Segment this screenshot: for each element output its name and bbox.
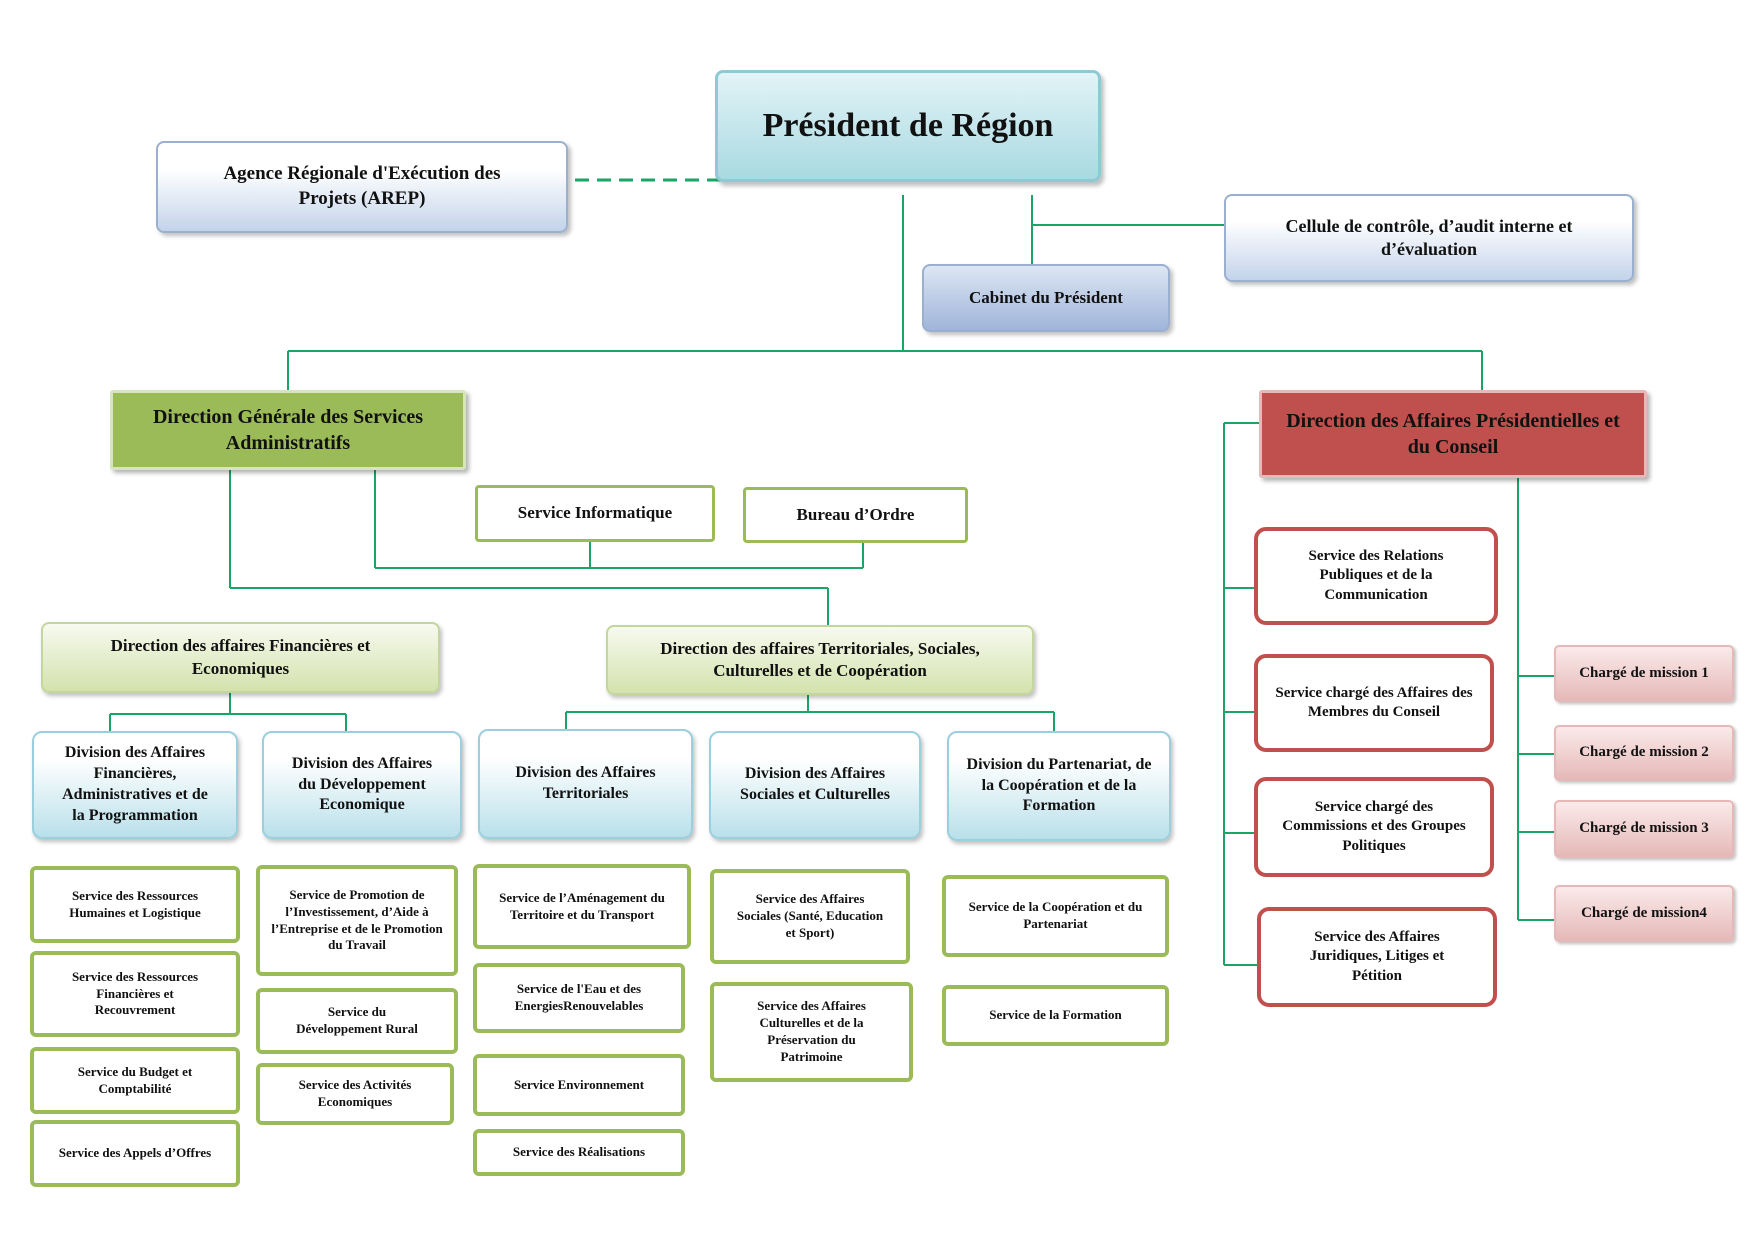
service-label: Service de Promotion de l’Investissement… xyxy=(271,886,443,953)
dapc-box: Direction des Affaires Présidentielles e… xyxy=(1259,390,1647,478)
dapc-service-box: Service chargé des Affaires des Membres … xyxy=(1254,654,1494,752)
mission-label: Chargé de mission 1 xyxy=(1579,664,1709,681)
dapc-service-label: Service des Relations Publiques et de la… xyxy=(1308,547,1444,603)
division-box: Division des Affaires Financières, Admin… xyxy=(32,731,238,839)
service-label: Service du Budget et Comptabilité xyxy=(77,1063,193,1096)
dapc-service-label: Service chargé des Affaires des Membres … xyxy=(1275,684,1473,721)
division-label: Division du Partenariat, de la Coopérati… xyxy=(966,755,1152,815)
service-label: Service des Affaires Culturelles et de l… xyxy=(757,998,866,1064)
dgsa-box: Direction Générale des Services Administ… xyxy=(110,390,466,470)
mission-label: Chargé de mission 3 xyxy=(1579,820,1709,837)
service-label: Service de l'Eau et des EnergiesRenouvel… xyxy=(514,981,644,1013)
dapc-service-label: Service des Affaires Juridiques, Litiges… xyxy=(1309,928,1445,984)
division-box: Division des Affaires du Développement E… xyxy=(262,731,462,839)
dafe-box: Direction des affaires Financières et Ec… xyxy=(41,622,440,693)
mission-box: Chargé de mission4 xyxy=(1554,885,1734,942)
bureau-ordre-label: Bureau d’Ordre xyxy=(796,504,915,524)
service-label: Service des Affaires Sociales (Santé, Ed… xyxy=(736,891,884,940)
cabinet-box: Cabinet du Président xyxy=(922,264,1170,332)
dafe-label: Direction des affaires Financières et Ec… xyxy=(110,636,371,678)
bureau-ordre-box: Bureau d’Ordre xyxy=(743,487,968,543)
dapc-service-box: Service des Affaires Juridiques, Litiges… xyxy=(1257,907,1497,1007)
service-label: Service des Appels d’Offres xyxy=(58,1145,212,1161)
mission-box: Chargé de mission 2 xyxy=(1554,725,1734,781)
mission-label: Chargé de mission4 xyxy=(1581,904,1707,921)
service-box: Service du Budget et Comptabilité xyxy=(30,1047,240,1114)
service-label: Service des Réalisations xyxy=(512,1144,646,1160)
service-box: Service de la Formation xyxy=(942,985,1169,1046)
mission-box: Chargé de mission 3 xyxy=(1554,800,1734,858)
service-box: Service des Affaires Sociales (Santé, Ed… xyxy=(710,869,910,964)
service-informatique-box: Service Informatique xyxy=(475,485,715,542)
dapc-service-label: Service chargé des Commissions et des Gr… xyxy=(1282,798,1466,854)
service-box: Service de l’Aménagement du Territoire e… xyxy=(473,864,691,949)
service-box: Service des Ressources Humaines et Logis… xyxy=(30,866,240,943)
division-label: Division des Affaires Sociales et Cultur… xyxy=(740,765,890,803)
service-label: Service des Activités Economiques xyxy=(298,1077,412,1109)
service-label: Service du Développement Rural xyxy=(296,1004,418,1036)
division-label: Division des Affaires Financières, Admin… xyxy=(62,744,208,824)
service-label: Service des Ressources Humaines et Logis… xyxy=(69,887,201,920)
service-box: Service des Activités Economiques xyxy=(256,1063,454,1125)
dapc-service-box: Service chargé des Commissions et des Gr… xyxy=(1254,777,1494,877)
president-box: Président de Région xyxy=(715,70,1101,182)
service-label: Service de l’Aménagement du Territoire e… xyxy=(499,889,665,922)
service-box: Service des Appels d’Offres xyxy=(30,1120,240,1187)
division-label: Division des Affaires Territoriales xyxy=(515,764,656,802)
service-label: Service de la Formation xyxy=(989,1007,1122,1023)
mission-box: Chargé de mission 1 xyxy=(1554,645,1734,702)
division-label: Division des Affaires du Développement E… xyxy=(291,754,433,814)
cabinet-label: Cabinet du Président xyxy=(969,287,1123,307)
service-box: Service Environnement xyxy=(473,1054,685,1116)
service-box: Service des Ressources Financières et Re… xyxy=(30,951,240,1037)
service-box: Service des Réalisations xyxy=(473,1129,685,1176)
dgsa-label: Direction Générale des Services Administ… xyxy=(152,406,424,454)
datsc-box: Direction des affaires Territoriales, So… xyxy=(606,625,1034,695)
dapc-service-box: Service des Relations Publiques et de la… xyxy=(1254,527,1498,625)
service-box: Service de l'Eau et des EnergiesRenouvel… xyxy=(473,963,685,1033)
dapc-label: Direction des Affaires Présidentielles e… xyxy=(1286,410,1620,458)
division-box: Division des Affaires Territoriales xyxy=(478,729,693,839)
service-box: Service des Affaires Culturelles et de l… xyxy=(710,982,913,1082)
mission-label: Chargé de mission 2 xyxy=(1579,744,1709,761)
datsc-label: Direction des affaires Territoriales, So… xyxy=(660,638,980,680)
service-informatique-label: Service Informatique xyxy=(517,503,673,523)
arep-box: Agence Régionale d'Exécution des Projets… xyxy=(156,141,568,233)
service-box: Service du Développement Rural xyxy=(256,988,458,1054)
service-box: Service de la Coopération et du Partenar… xyxy=(942,875,1169,957)
arep-label: Agence Régionale d'Exécution des Projets… xyxy=(223,163,501,209)
division-box: Division des Affaires Sociales et Cultur… xyxy=(709,731,921,839)
service-label: Service de la Coopération et du Partenar… xyxy=(968,899,1143,931)
president-label: Président de Région xyxy=(762,106,1054,144)
service-label: Service Environnement xyxy=(513,1076,645,1092)
service-label: Service des Ressources Financières et Re… xyxy=(71,968,199,1018)
service-box: Service de Promotion de l’Investissement… xyxy=(256,865,458,976)
cellule-box: Cellule de contrôle, d’audit interne et … xyxy=(1224,194,1634,282)
division-box: Division du Partenariat, de la Coopérati… xyxy=(947,731,1171,841)
cellule-label: Cellule de contrôle, d’audit interne et … xyxy=(1285,215,1573,259)
